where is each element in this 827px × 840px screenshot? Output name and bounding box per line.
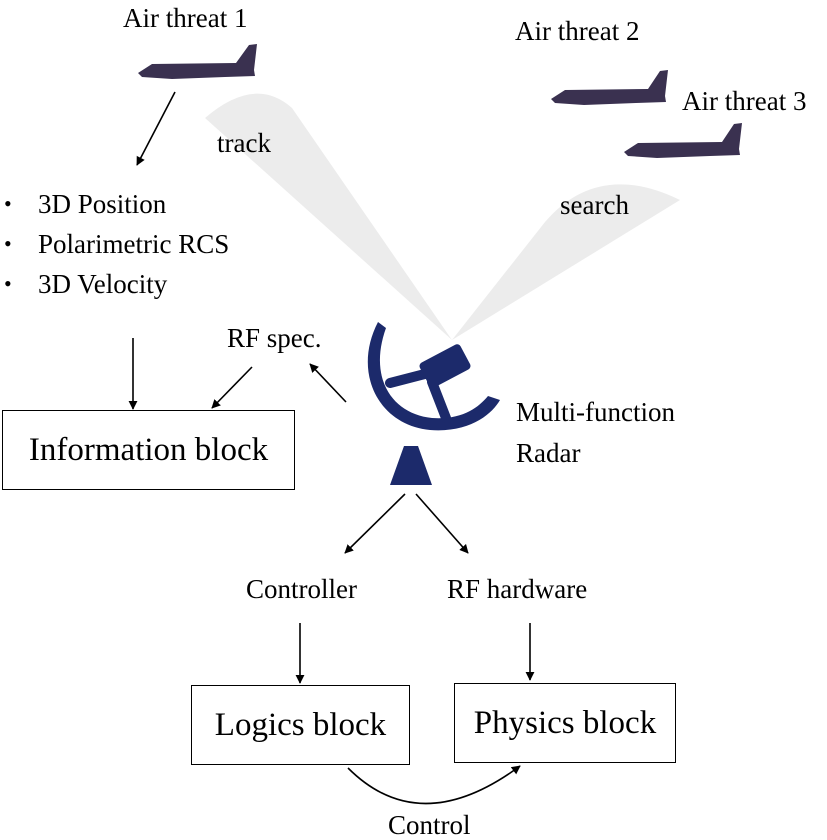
physics-block: Physics block (454, 683, 676, 763)
radar-icon (367, 322, 500, 485)
search-beam (452, 184, 680, 340)
arrow-radar-to-rfhardware (415, 493, 469, 554)
arrow-rfspec-to-info (211, 366, 253, 409)
controller-label: Controller (246, 574, 357, 604)
aircraft-icon-2 (551, 70, 668, 105)
information-block-label: Information block (28, 431, 269, 468)
arrow-threat1-to-attributes (136, 91, 176, 166)
threat-1-label: Air threat 1 (123, 3, 248, 33)
list-item: •Polarimetric RCS (4, 229, 230, 259)
threat-3-label: Air threat 3 (682, 86, 807, 116)
arrow-radar-to-controller (344, 493, 406, 554)
search-beam-label: search (560, 190, 629, 220)
track-beam-label: track (217, 128, 271, 158)
control-label: Control (388, 810, 471, 840)
list-item: •3D Velocity (4, 269, 168, 299)
physics-block-label: Physics block (473, 704, 657, 741)
target-attributes-list: •3D Position •Polarimetric RCS •3D Veloc… (4, 189, 229, 309)
radar-label-line1: Multi-function (516, 397, 675, 427)
arrow-radar-to-rfspec (309, 363, 347, 403)
arrow-control-logics-to-physics (347, 765, 521, 805)
aircraft-icon-3 (624, 123, 742, 158)
rf-spec-label: RF spec. (227, 323, 322, 353)
rf-hardware-label: RF hardware (447, 574, 588, 604)
threat-2-label: Air threat 2 (515, 16, 640, 46)
list-item: •3D Position (4, 189, 167, 219)
logics-block-label: Logics block (214, 706, 387, 743)
aircraft-icon-1 (138, 44, 257, 79)
logics-block: Logics block (191, 685, 410, 765)
track-beam (205, 93, 452, 340)
radar-label-line2: Radar (516, 438, 581, 468)
information-block: Information block (2, 410, 295, 490)
